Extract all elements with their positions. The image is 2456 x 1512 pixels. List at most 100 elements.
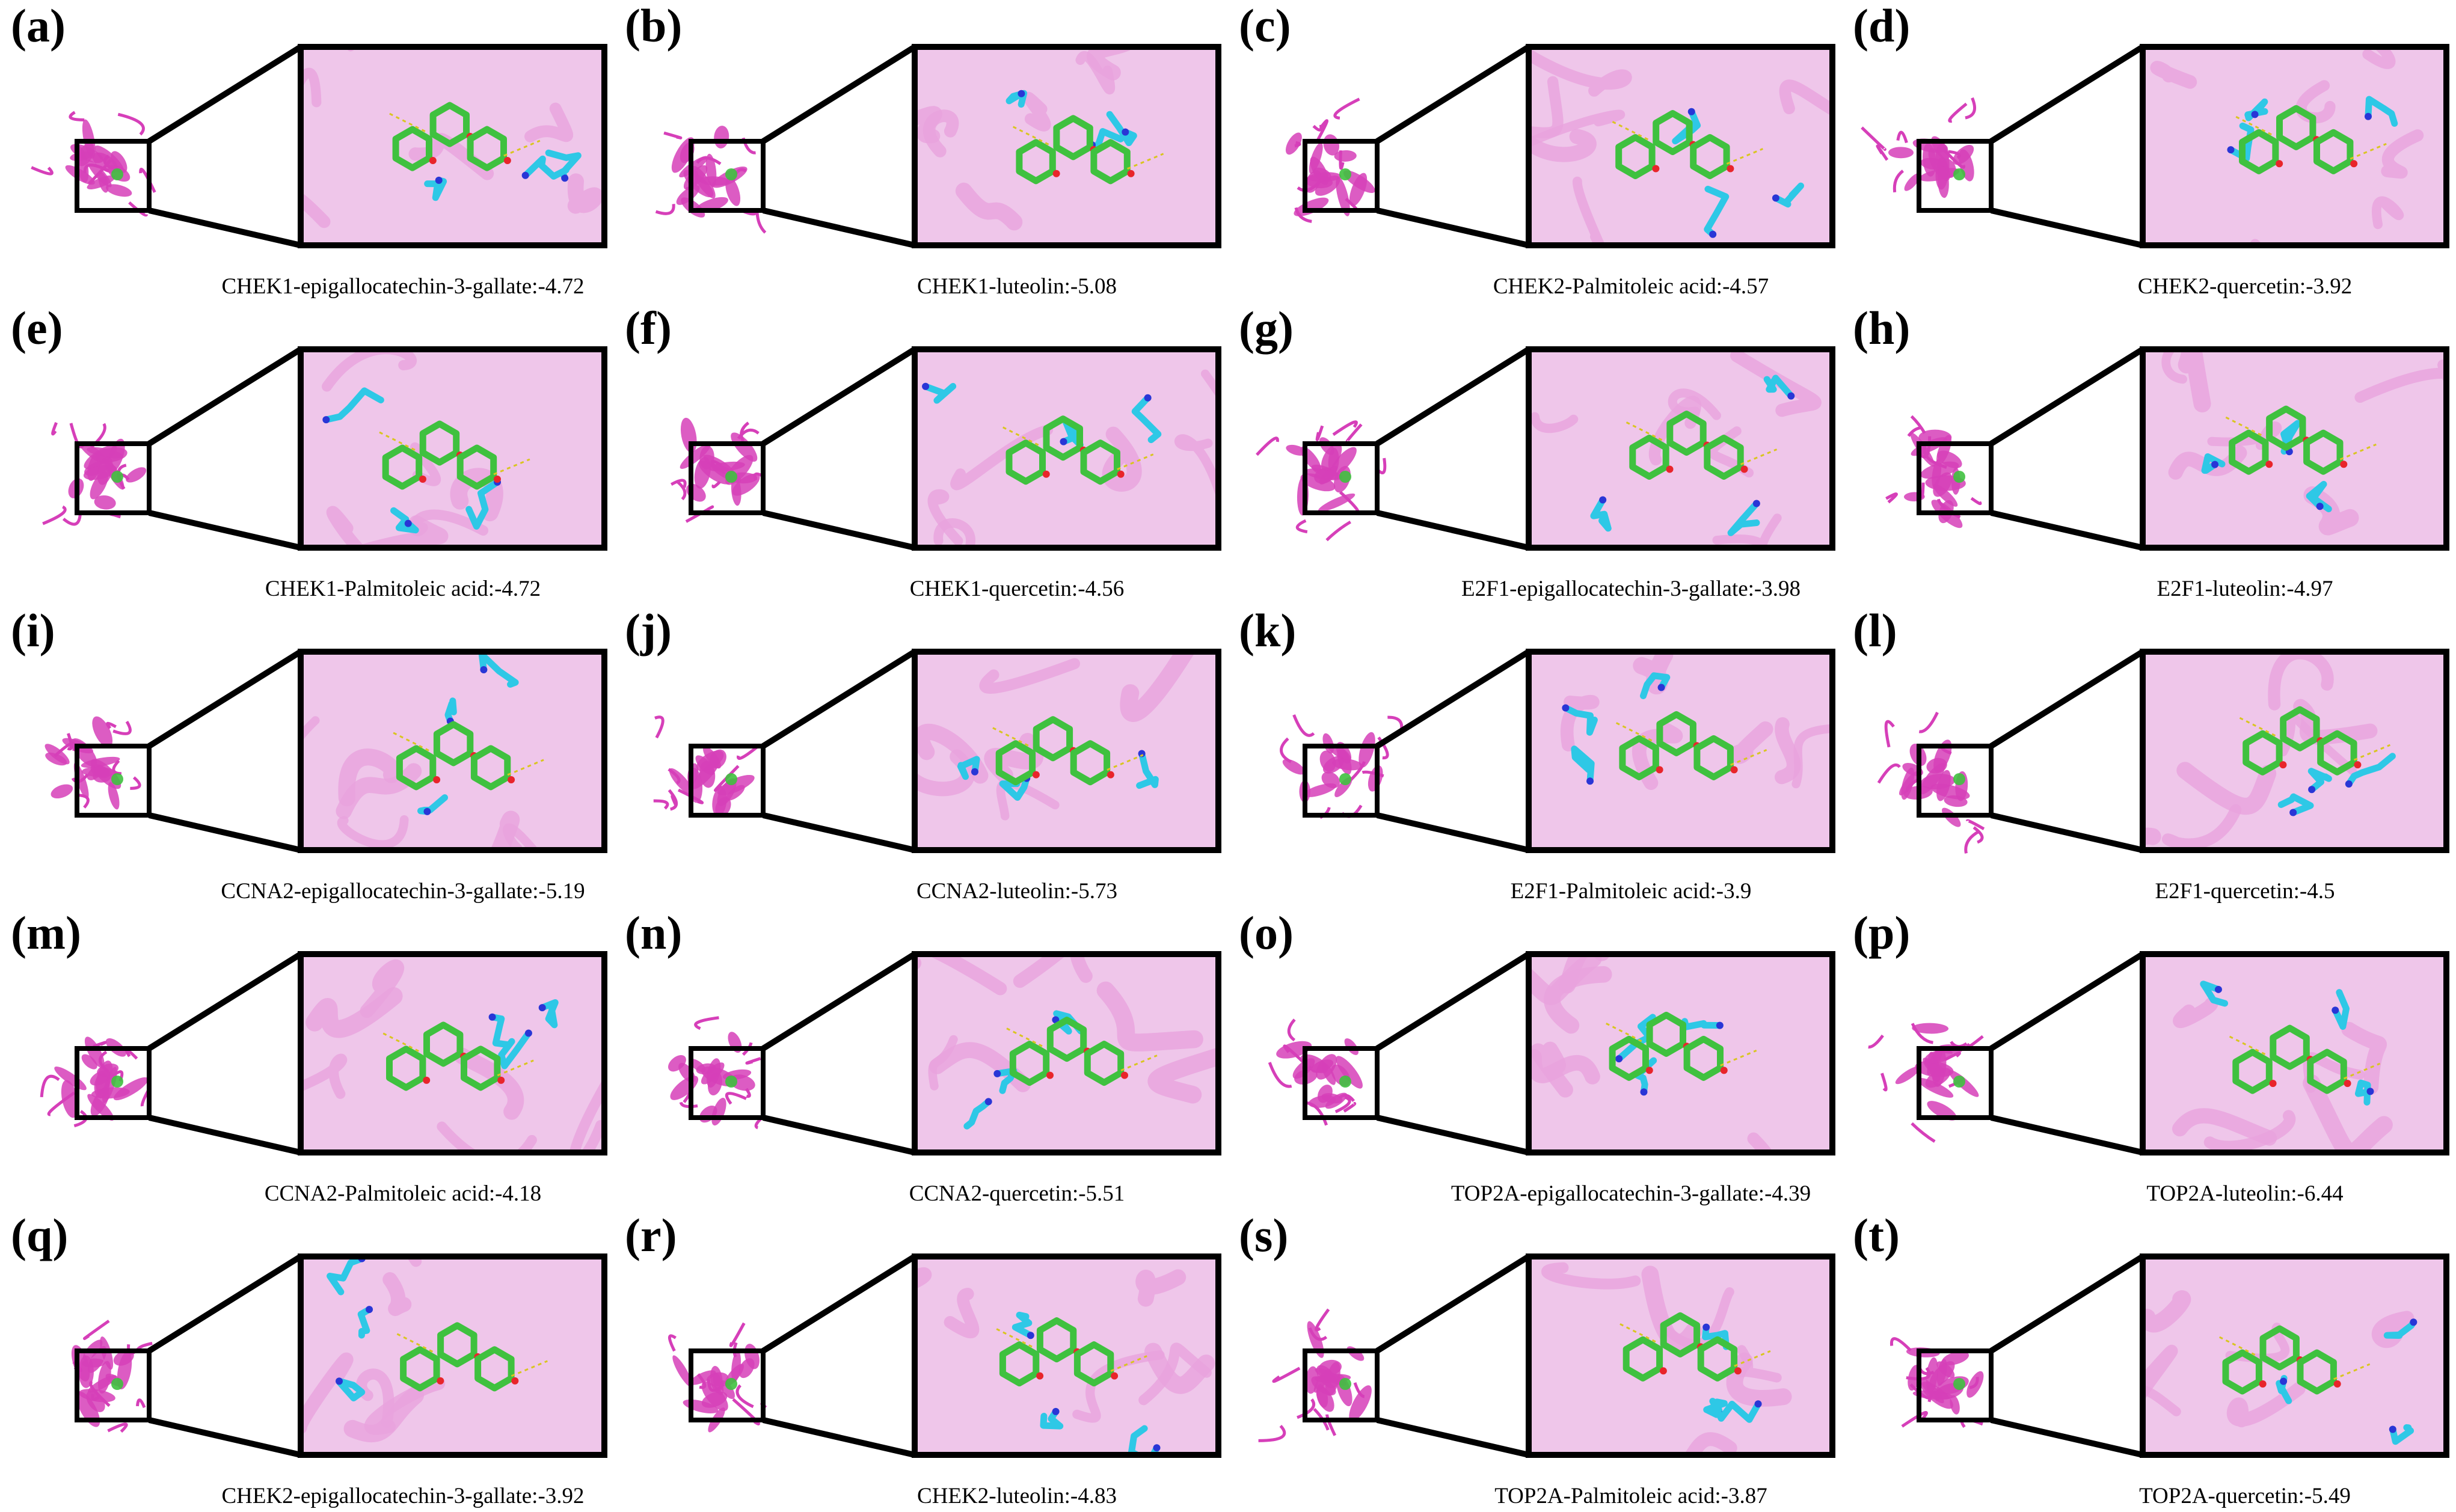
zoom-connector-bottom: [762, 207, 916, 248]
panel-caption: CHEK1-quercetin:-4.56: [909, 577, 1125, 601]
docking-panel: (t) TOP2A-quercetin:-5.49: [1842, 1210, 2456, 1512]
docking-panel: (p) TOP2A-luteolin:-6.44: [1842, 907, 2456, 1210]
binding-site-closeup: [1529, 1256, 1832, 1455]
docking-illustration: [670, 346, 1221, 551]
panel-letter: (k): [1239, 604, 1297, 657]
selection-box: [1303, 1348, 1380, 1422]
docking-illustration: [40, 951, 607, 1155]
protein-overview: [42, 421, 147, 526]
docking-illustration: [1868, 951, 2449, 1155]
selection-box: [1917, 1046, 1994, 1120]
docking-illustration: [653, 649, 1221, 853]
panel-letter: (o): [1239, 907, 1294, 959]
panel-caption: E2F1-Palmitoleic acid:-3.9: [1510, 879, 1752, 904]
panel-letter: (h): [1853, 302, 1911, 354]
zoom-connector-top: [1375, 44, 1530, 144]
zoom-frame: [298, 346, 607, 551]
selection-box: [689, 1348, 766, 1422]
zoom-connector-bottom: [148, 1115, 302, 1155]
zoom-connector-top: [1989, 346, 2144, 447]
binding-site-closeup: [915, 349, 1218, 548]
zoom-frame: [912, 346, 1221, 551]
docking-illustration: [1280, 649, 1835, 853]
panel-letter: (e): [11, 302, 63, 354]
docking-panel: (j) CCNA2-luteolin:-5.73: [614, 605, 1228, 907]
selection-box: [1917, 139, 1994, 213]
zoom-frame: [912, 44, 1221, 248]
docking-panel: (s)TOP2A-Palmitoleic acid:-3.87: [1228, 1210, 1842, 1512]
docking-panel: (q) CHEK2-epigallocatechin-3-gallate:-3.9…: [0, 1210, 614, 1512]
zoom-connector-bottom: [1990, 510, 2144, 551]
zoom-connector-top: [1375, 346, 1530, 447]
panel-letter: (l): [1853, 604, 1897, 657]
zoom-connector-top: [1989, 951, 2144, 1051]
selection-box: [1303, 441, 1380, 515]
zoom-connector-bottom: [1990, 207, 2144, 248]
panel-caption: TOP2A-quercetin:-5.49: [2139, 1484, 2351, 1508]
panel-letter: (s): [1239, 1209, 1289, 1261]
zoom-connector-top: [147, 44, 302, 144]
docking-illustration: [42, 346, 607, 551]
panel-letter: (r): [625, 1209, 677, 1261]
zoom-frame: [912, 1253, 1221, 1458]
zoom-connector-top: [1989, 44, 2144, 144]
docking-panel: (f)CHEK1-quercetin:-4.56: [614, 302, 1228, 605]
selection-box: [689, 1046, 766, 1120]
docking-panel: (m) CCNA2-Palmitoleic acid:-4.18: [0, 907, 614, 1210]
selection-box: [1917, 441, 1994, 515]
docking-illustration: [1258, 1253, 1835, 1458]
protein-overview: [45, 716, 141, 810]
docking-illustration: [668, 1253, 1221, 1458]
zoom-frame: [912, 951, 1221, 1155]
selection-box: [75, 1348, 152, 1422]
binding-site-closeup: [2143, 1256, 2446, 1455]
panel-letter: (q): [11, 1209, 69, 1261]
zoom-frame: [298, 649, 607, 853]
protein-overview: [1868, 1023, 1984, 1143]
binding-site-closeup: [1529, 349, 1832, 548]
zoom-connector-bottom: [1376, 1115, 1530, 1155]
panel-caption: E2F1-epigallocatechin-3-gallate:-3.98: [1461, 577, 1801, 601]
selection-box: [1303, 139, 1380, 213]
zoom-connector-bottom: [1990, 1115, 2144, 1155]
panel-caption: E2F1-luteolin:-4.97: [2157, 577, 2333, 601]
selection-box: [75, 744, 152, 818]
zoom-connector-top: [761, 951, 916, 1051]
binding-site-closeup: [915, 652, 1218, 850]
binding-site-closeup: [1529, 47, 1832, 245]
panel-caption: CCNA2-luteolin:-5.73: [916, 879, 1117, 904]
zoom-connector-top: [147, 346, 302, 447]
zoom-frame: [298, 44, 607, 248]
zoom-connector-top: [761, 44, 916, 144]
docking-panel: (n)CCNA2-quercetin:-5.51: [614, 907, 1228, 1210]
panel-caption: CHEK2-epigallocatechin-3-gallate:-3.92: [221, 1484, 585, 1508]
selection-box: [689, 139, 766, 213]
panel-letter: (p): [1853, 907, 1911, 959]
selection-box: [1917, 1348, 1994, 1422]
binding-site-closeup: [301, 349, 604, 548]
panel-letter: (t): [1853, 1209, 1900, 1261]
panel-letter: (j): [625, 604, 672, 657]
docking-panel: (k) E2F1-Palmitoleic acid:-3.9: [1228, 605, 1842, 907]
zoom-connector-top: [1375, 1253, 1530, 1354]
panel-caption: CCNA2-Palmitoleic acid:-4.18: [264, 1181, 542, 1206]
zoom-connector-bottom: [148, 812, 302, 853]
panel-letter: (m): [11, 907, 81, 959]
zoom-frame: [1526, 649, 1835, 853]
panel-caption: CHEK1-Palmitoleic acid:-4.72: [265, 577, 541, 601]
zoom-connector-bottom: [148, 510, 302, 551]
docking-panel: (e) CHEK1-Palmitoleic acid:-4.72: [0, 302, 614, 605]
panel-caption: TOP2A-epigallocatechin-3-gallate:-4.39: [1451, 1181, 1811, 1206]
zoom-connector-top: [1375, 951, 1530, 1051]
zoom-connector-bottom: [1376, 1417, 1530, 1458]
docking-illustration: [1885, 346, 2449, 551]
protein-overview: [1258, 1308, 1372, 1442]
selection-box: [75, 1046, 152, 1120]
docking-illustration: [45, 649, 607, 853]
panel-caption: CHEK1-luteolin:-5.08: [917, 274, 1117, 299]
protein-overview: [1885, 415, 1982, 528]
docking-panel: (l)E2F1-quercetin:-4.5: [1842, 605, 2456, 907]
docking-illustration: [1268, 951, 1835, 1155]
binding-site-closeup: [301, 652, 604, 850]
panel-caption: TOP2A-luteolin:-6.44: [2146, 1181, 2344, 1206]
